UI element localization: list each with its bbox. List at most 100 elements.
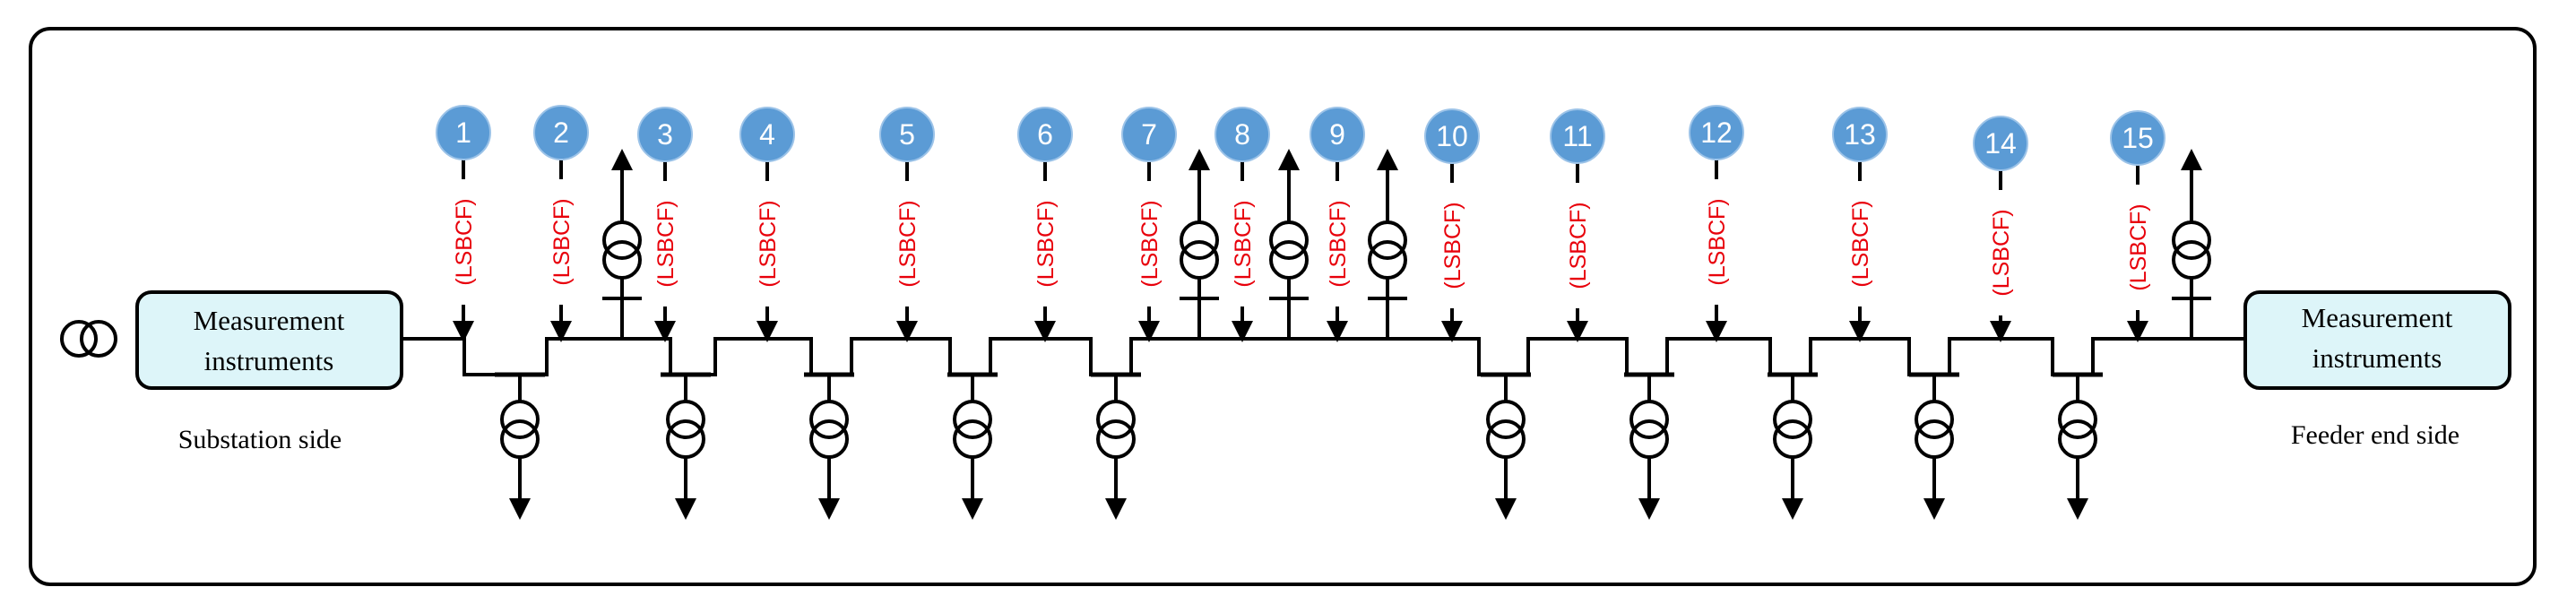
transformer-icon bbox=[1773, 400, 1812, 439]
device-label: (LSBCF) bbox=[1566, 202, 1591, 289]
measurement-box-left: Measurement instruments bbox=[135, 290, 403, 390]
node-circle-icon bbox=[1832, 107, 1888, 162]
transformer-icon bbox=[602, 240, 642, 280]
node-number: 12 bbox=[1700, 117, 1733, 149]
measurement-device-5: (LSBCF) 5 bbox=[879, 107, 935, 342]
transformer-icon bbox=[1629, 400, 1669, 439]
transformer-icon bbox=[953, 400, 992, 439]
transformer-icon bbox=[1269, 240, 1309, 280]
device-label: (LSBCF) bbox=[549, 198, 575, 285]
device-label: (LSBCF) bbox=[895, 200, 921, 287]
load-transformer-down bbox=[1624, 372, 1674, 520]
device-label: (LSBCF) bbox=[1705, 198, 1730, 285]
load-transformer-down bbox=[804, 372, 854, 520]
measurement-device-9: (LSBCF) 9 bbox=[1310, 107, 1365, 342]
node-number: 14 bbox=[1984, 127, 2017, 160]
device-label: (LSBCF) bbox=[1989, 209, 2014, 296]
measurement-device-2: (LSBCF) 2 bbox=[533, 105, 589, 342]
node-circle-icon bbox=[1424, 108, 1480, 164]
node-circle-icon bbox=[1550, 108, 1605, 164]
node-number: 9 bbox=[1329, 118, 1345, 151]
load-transformer-down bbox=[2053, 372, 2103, 520]
substation-transformer-icon bbox=[60, 320, 117, 358]
load-transformer-down bbox=[1091, 372, 1141, 520]
measurement-device-3: (LSBCF) 3 bbox=[637, 107, 693, 342]
load-transformer-down bbox=[1768, 372, 1818, 520]
node-number: 6 bbox=[1037, 118, 1053, 151]
node-number: 10 bbox=[1436, 120, 1468, 152]
transformer-icon bbox=[1915, 400, 1954, 439]
measurement-right-line1: Measurement bbox=[2302, 302, 2453, 333]
node-number: 13 bbox=[1844, 118, 1876, 151]
node-number: 5 bbox=[899, 118, 915, 151]
node-circle-icon bbox=[1310, 107, 1365, 162]
device-label: (LSBCF) bbox=[1033, 200, 1059, 287]
transformer-icon bbox=[1486, 400, 1526, 439]
load-transformer-up bbox=[1269, 149, 1309, 339]
measurement-device-11: (LSBCF) 11 bbox=[1550, 108, 1605, 342]
device-label: (LSBCF) bbox=[1326, 200, 1351, 287]
measurement-device-14: (LSBCF) 14 bbox=[1973, 116, 2028, 342]
device-label: (LSBCF) bbox=[653, 200, 679, 287]
device-label: (LSBCF) bbox=[452, 198, 477, 285]
node-circle-icon bbox=[533, 105, 589, 160]
transformer-icon bbox=[1368, 240, 1407, 280]
transformer-icon bbox=[2058, 400, 2097, 439]
load-transformer-down bbox=[947, 372, 998, 520]
device-label: (LSBCF) bbox=[1848, 200, 1873, 287]
transformer-icon bbox=[500, 400, 540, 439]
node-circle-icon bbox=[436, 105, 491, 160]
transformer-icon bbox=[809, 400, 849, 439]
transformer-icon bbox=[666, 400, 705, 439]
node-number: 8 bbox=[1234, 118, 1250, 151]
node-circle-icon bbox=[637, 107, 693, 162]
measurement-left-line1: Measurement bbox=[194, 305, 345, 336]
node-circle-icon bbox=[1215, 107, 1270, 162]
measurement-device-12: (LSBCF) 12 bbox=[1689, 105, 1744, 342]
measurement-device-13: (LSBCF) 13 bbox=[1832, 107, 1888, 342]
load-transformer-down bbox=[495, 372, 545, 520]
transformer-icon bbox=[2172, 240, 2211, 280]
transformer-icon bbox=[1180, 240, 1219, 280]
measurement-device-7: (LSBCF)7 bbox=[1121, 107, 1177, 342]
devices-group: (LSBCF)1(LSBCF)2(LSBCF)3(LSBCF)4(LSBCF)5… bbox=[436, 105, 2165, 342]
substation-side-label: Substation side bbox=[178, 425, 342, 454]
load-transformer-down bbox=[661, 372, 711, 520]
load-transformer-down bbox=[1909, 372, 1959, 520]
node-circle-icon bbox=[1121, 107, 1177, 162]
measurement-device-6: (LSBCF) 6 bbox=[1017, 107, 1073, 342]
node-circle-icon bbox=[2110, 110, 2165, 166]
node-circle-icon bbox=[879, 107, 935, 162]
feeder-line bbox=[402, 337, 2245, 376]
node-number: 15 bbox=[2122, 122, 2154, 154]
measurement-device-10: (LSBCF) 10 bbox=[1424, 108, 1480, 342]
measurement-device-4: (LSBCF)4 bbox=[739, 107, 795, 342]
device-label: (LSBCF) bbox=[2126, 203, 2151, 290]
measurement-box-right: Measurement instruments bbox=[2243, 290, 2511, 390]
node-number: 2 bbox=[553, 117, 569, 149]
measurement-device-15: (LSBCF) 15 bbox=[2110, 110, 2165, 342]
load-transformer-up bbox=[1180, 149, 1219, 339]
measurement-right-line2: instruments bbox=[2312, 342, 2442, 374]
node-circle-icon bbox=[1689, 105, 1744, 160]
node-number: 11 bbox=[1562, 120, 1592, 152]
loads-group bbox=[495, 149, 2211, 520]
device-label: (LSBCF) bbox=[1440, 202, 1465, 289]
load-transformer-down bbox=[1481, 372, 1531, 520]
diagram-frame bbox=[29, 27, 2537, 586]
load-transformer-up bbox=[2172, 149, 2211, 339]
node-number: 3 bbox=[657, 118, 673, 151]
device-label: (LSBCF) bbox=[756, 200, 781, 287]
feeder-end-side-label: Feeder end side bbox=[2291, 420, 2459, 450]
measurement-device-8: (LSBCF) 8 bbox=[1215, 107, 1270, 342]
load-transformer-up bbox=[1368, 149, 1407, 339]
load-transformer-up bbox=[602, 149, 642, 339]
measurement-left-line2: instruments bbox=[204, 345, 334, 376]
node-number: 7 bbox=[1141, 118, 1157, 151]
node-circle-icon bbox=[1017, 107, 1073, 162]
transformer-icon bbox=[1096, 400, 1136, 439]
feeder-main-line bbox=[402, 337, 2245, 376]
measurement-device-1: (LSBCF)1 bbox=[436, 105, 491, 342]
device-label: (LSBCF) bbox=[1231, 200, 1256, 287]
